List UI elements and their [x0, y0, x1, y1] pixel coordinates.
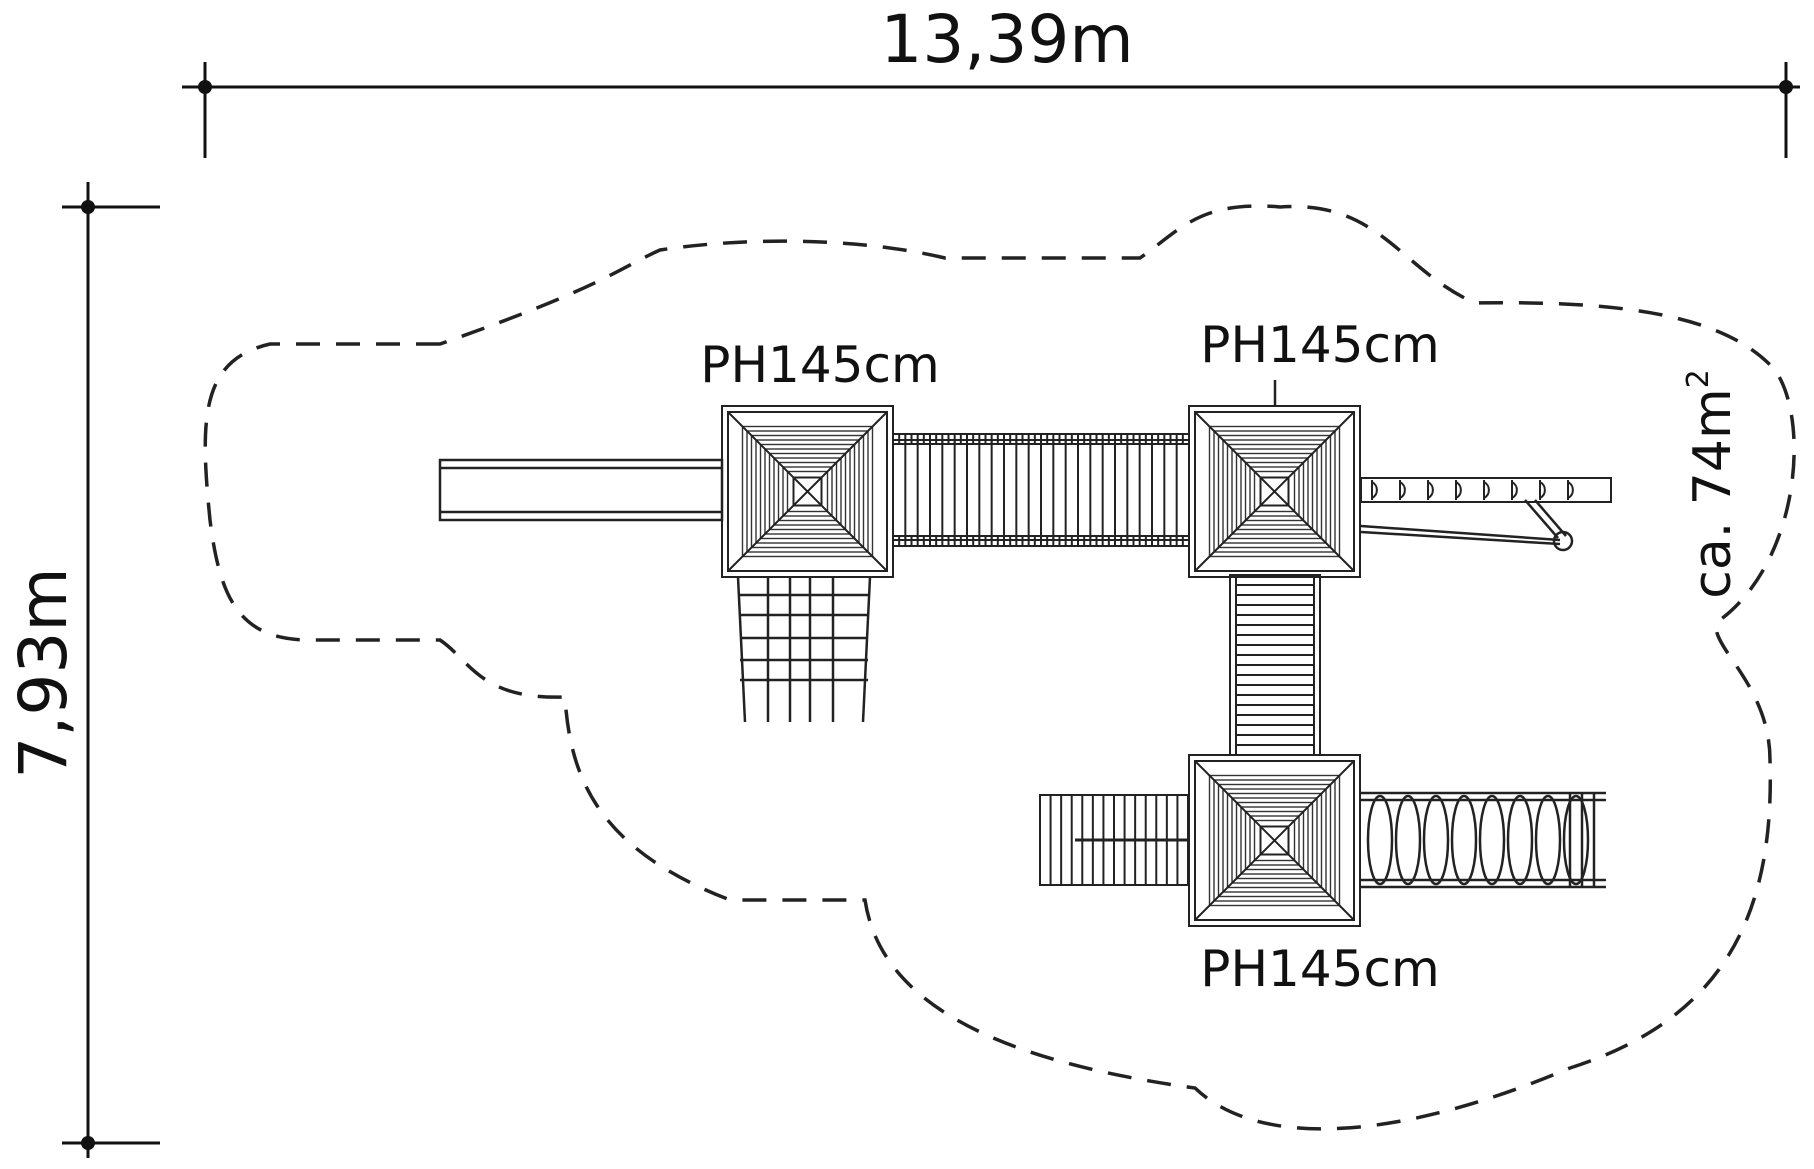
height-dimension: [62, 182, 160, 1158]
platform-1-height-label: PH145cm: [700, 336, 939, 394]
straight-slide: [438, 458, 724, 522]
height-dimension-label: 7,93m: [5, 567, 82, 778]
area-label-text: ca. 74m: [1683, 388, 1743, 598]
platform-1: [721, 405, 894, 578]
area-label-superscript: 2: [1681, 369, 1716, 388]
width-dimension-label: 13,39m: [880, 1, 1133, 78]
swing-arm: [1360, 499, 1574, 552]
area-label: ca. 74m2: [1681, 369, 1743, 598]
vertical-bridge: [1229, 574, 1321, 756]
platform-2: [1188, 405, 1361, 578]
climbing-net: [736, 576, 872, 723]
stair-ramp: [1039, 794, 1189, 886]
platform-3-height-label: PH145cm: [1200, 940, 1439, 998]
width-dimension: [182, 62, 1800, 158]
monkey-bars: [1360, 477, 1612, 503]
suspension-bridge: [892, 433, 1190, 547]
safety-area-outline: [203, 204, 1796, 1131]
platform-2-height-label: PH145cm: [1200, 316, 1439, 374]
platform-3: [1188, 754, 1361, 927]
ring-tunnel: [1361, 791, 1606, 889]
